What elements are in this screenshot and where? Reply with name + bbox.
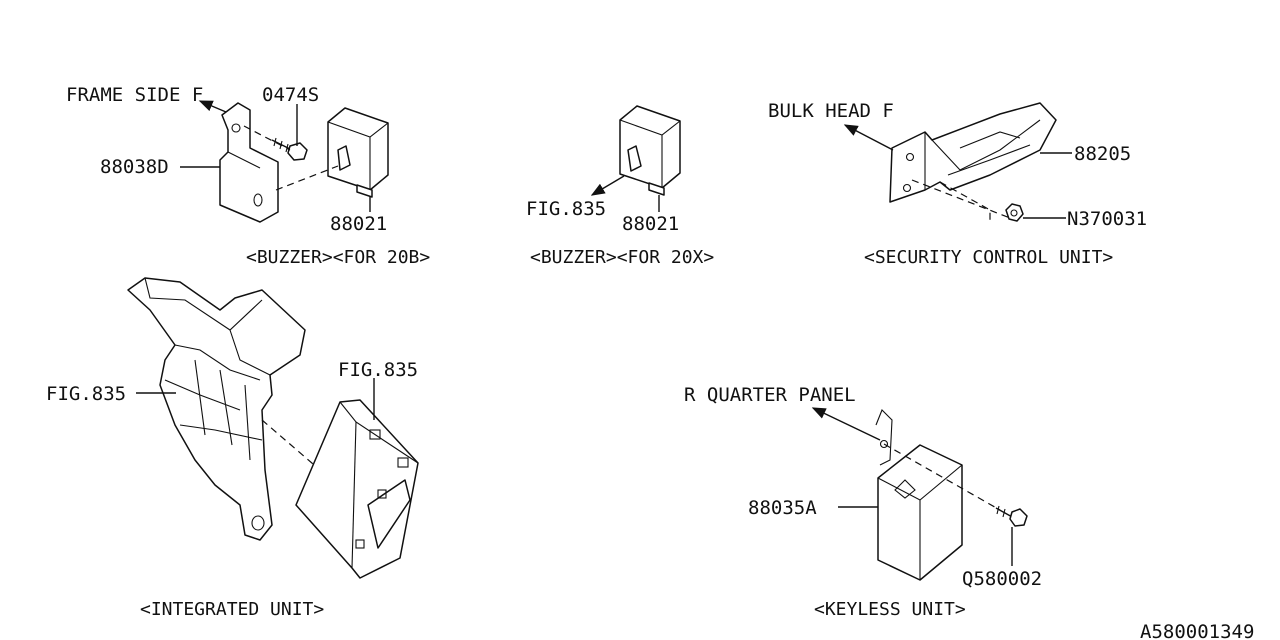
buzzer-88021-20b xyxy=(327,107,389,198)
label-bulk-head-f: BULK HEAD F xyxy=(768,100,894,122)
integrated-bracket xyxy=(127,277,306,541)
label-n370031: N370031 xyxy=(1067,208,1147,230)
label-r-quarter-panel: R QUARTER PANEL xyxy=(684,384,856,406)
caption-buzzer-20b: <BUZZER><FOR 20B> xyxy=(246,247,430,268)
group-security-control-unit: BULK HEAD F 88205 N370031 <SECURITY CONT… xyxy=(768,100,1147,268)
keyless-unit-88035a xyxy=(877,444,963,581)
bolt-q580002-icon xyxy=(995,505,1028,527)
group-buzzer-20b: FRAME SIDE F 0474S 88038D 88021 <BUZZER>… xyxy=(66,84,430,268)
label-fig835-20x: FIG.835 xyxy=(526,198,606,220)
integrated-control-unit xyxy=(295,399,419,579)
bracket-hole-icon xyxy=(231,123,241,133)
buzzer-88021-20x xyxy=(619,105,681,196)
label-88035a: 88035A xyxy=(748,497,817,519)
label-88038d: 88038D xyxy=(100,156,169,178)
caption-security-control-unit: <SECURITY CONTROL UNIT> xyxy=(864,247,1113,268)
diagram-id: A580001349 xyxy=(1140,621,1254,640)
nut-n370031-icon xyxy=(1005,203,1024,222)
caption-keyless-unit: <KEYLESS UNIT> xyxy=(814,599,966,620)
group-keyless-unit: R QUARTER PANEL 88035A Q580002 <KEYLESS … xyxy=(684,384,1042,620)
group-buzzer-20x: FIG.835 88021 <BUZZER><FOR 20X> xyxy=(526,105,714,268)
label-0474s: 0474S xyxy=(262,84,319,106)
label-fig835-integrated-top: FIG.835 xyxy=(338,359,418,381)
label-q580002: Q580002 xyxy=(962,568,1042,590)
label-frame-side-f: FRAME SIDE F xyxy=(66,84,203,106)
label-88021-20x: 88021 xyxy=(622,213,679,235)
unit-88205 xyxy=(889,102,1057,203)
bolt-0474s-icon xyxy=(271,137,308,161)
label-fig835-integrated-left: FIG.835 xyxy=(46,383,126,405)
bracket-slot-icon xyxy=(253,193,263,207)
label-88021-20b: 88021 xyxy=(330,213,387,235)
caption-integrated-unit: <INTEGRATED UNIT> xyxy=(140,599,324,620)
label-88205: 88205 xyxy=(1074,143,1131,165)
caption-buzzer-20x: <BUZZER><FOR 20X> xyxy=(530,247,714,268)
group-integrated-unit: FIG.835 FIG.835 <INTEGRATED UNIT> xyxy=(46,277,419,620)
